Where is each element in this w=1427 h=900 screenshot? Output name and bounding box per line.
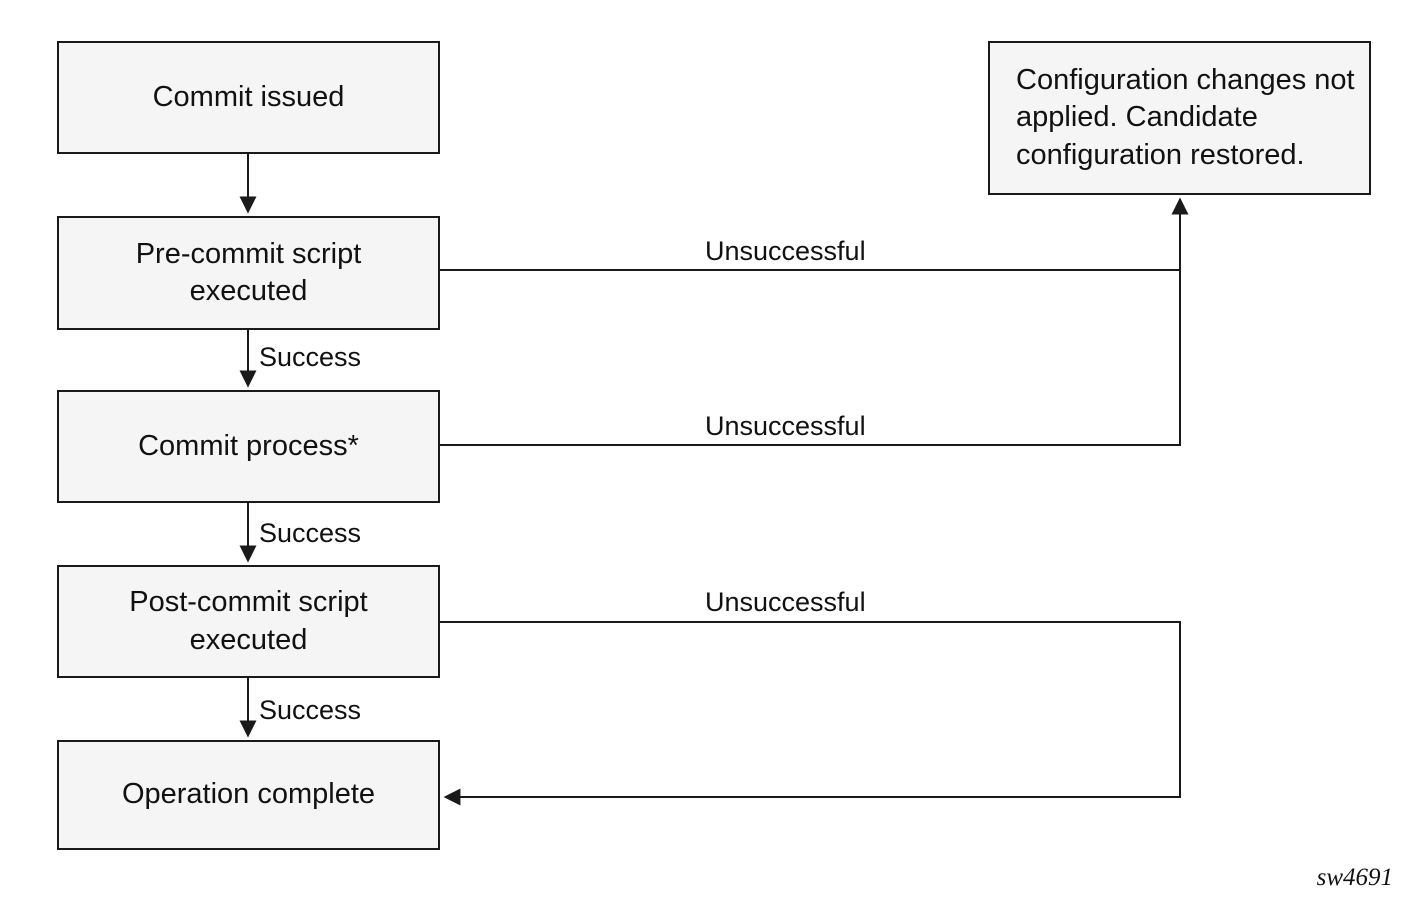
edge-label-success-2: Success — [259, 518, 362, 548]
node-operation-complete: Operation complete — [57, 740, 440, 850]
node-post-commit-script: Post-commit script executed — [57, 565, 440, 678]
edge-label-unsuccessful-3: Unsuccessful — [705, 587, 866, 617]
edge-label-unsuccessful-1: Unsuccessful — [705, 236, 866, 266]
node-commit-issued: Commit issued — [57, 41, 440, 154]
edge-label-success-1: Success — [259, 342, 362, 372]
node-config-restored-label: Configuration changes not applied. Candi… — [1016, 64, 1355, 171]
edge-label-unsuccessful-2: Unsuccessful — [705, 411, 866, 441]
edge-post-commit-unsuccessful — [440, 621, 1181, 806]
node-config-restored: Configuration changes not applied. Candi… — [988, 41, 1371, 195]
node-post-commit-script-label: Post-commit script executed — [129, 586, 368, 656]
node-pre-commit-script-label: Pre-commit script executed — [135, 237, 362, 307]
node-operation-complete-label: Operation complete — [121, 778, 376, 811]
figure-id-watermark: sw4691 — [1316, 864, 1393, 891]
node-commit-issued-label: Commit issued — [152, 80, 345, 113]
node-commit-process-label: Commit process* — [138, 429, 359, 462]
node-pre-commit-script: Pre-commit script executed — [57, 216, 440, 330]
node-commit-process: Commit process* — [57, 390, 440, 503]
edge-label-success-3: Success — [259, 695, 362, 725]
